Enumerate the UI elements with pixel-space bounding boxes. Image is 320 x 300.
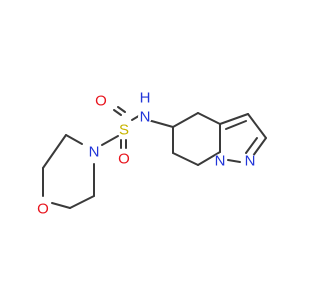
bond <box>65 134 83 145</box>
bond <box>42 134 67 169</box>
atom-o-sulfonyl-bottom: O <box>117 151 131 168</box>
saturated-ring <box>172 112 221 166</box>
atom-label: N <box>215 153 226 170</box>
molecule-drawing: O N S O O N H N N <box>36 90 267 218</box>
bond <box>51 202 71 209</box>
pyrazole-ring <box>219 113 267 163</box>
bond-n-s <box>101 135 119 146</box>
atom-h-amide: H <box>138 90 152 107</box>
structure-diagram: O N S O O N H N N <box>36 90 267 218</box>
atom-n-bridge: N <box>213 153 227 170</box>
atom-label: N <box>89 144 100 161</box>
atom-label: O <box>95 93 107 110</box>
sulfonyl-double-bond-bottom <box>120 139 127 149</box>
bond <box>69 195 95 209</box>
atom-o-sulfonyl-top: O <box>94 93 108 110</box>
morpholine-ring <box>42 134 95 209</box>
atom-o-ring: O <box>36 201 50 218</box>
atom-label: H <box>140 90 151 107</box>
atom-label: O <box>37 201 49 218</box>
atom-label: N <box>245 153 256 170</box>
atom-s-sulfonyl: S <box>117 122 131 139</box>
sulfonyl-double-bond-top <box>113 106 126 116</box>
atom-n-morpholine: N <box>87 144 101 161</box>
atom-n-amide: N <box>138 109 152 126</box>
atom-label: O <box>118 151 130 168</box>
atom-n-pyrazole: N <box>243 153 257 170</box>
atom-label: S <box>119 122 129 139</box>
atom-label: N <box>140 109 151 126</box>
bond-nh-c <box>147 119 174 128</box>
